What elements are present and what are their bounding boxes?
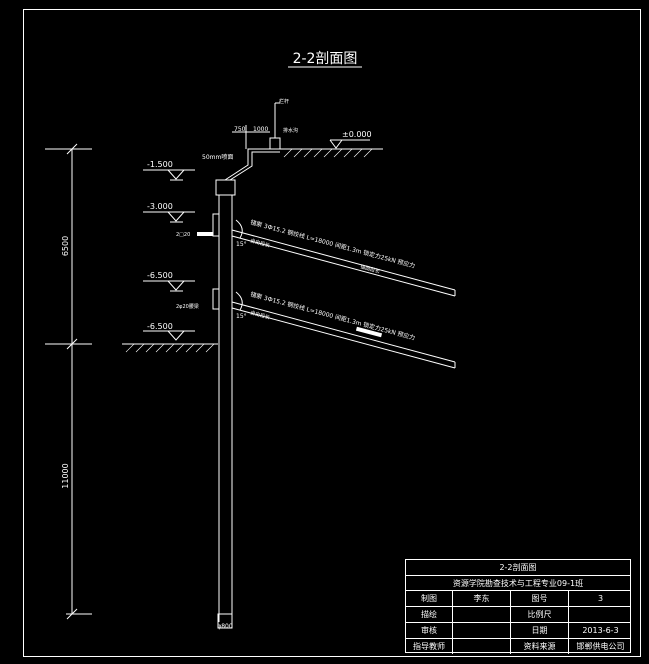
level-3: -6.500 xyxy=(143,271,195,292)
level-label: ±0.000 xyxy=(342,130,372,139)
pile-bottom-label: φ800 xyxy=(217,623,233,630)
tb-cell xyxy=(452,607,510,622)
tb-cell: 李东 xyxy=(452,591,510,606)
anchor-2-spec: 锚索 3Ф15.2 钢绞线 L=18000 间距1.3m 锁定力25kN 预应力 xyxy=(249,290,416,342)
top-slope xyxy=(224,102,281,181)
ground-top xyxy=(280,148,383,158)
tb-cell: 审核 xyxy=(421,626,437,635)
title-block-row: 审核 日期 2013-6-3 xyxy=(406,622,630,638)
waler-1 xyxy=(197,232,213,236)
level-label: -3.000 xyxy=(147,202,173,211)
title-block-row: 指导教师 资料来源 邯郸供电公司 xyxy=(406,638,630,654)
waler-label-2: 2φ20腰梁 xyxy=(176,303,199,310)
tb-cell: 比例尺 xyxy=(510,607,568,622)
title-block: 2-2剖面图 资源学院勘查技术与工程专业09-1班 制图 李东 图号 3 描绘 … xyxy=(405,559,631,654)
anchor-2-bond-mark xyxy=(355,326,383,338)
ground-bottom xyxy=(122,343,218,353)
tb-cell: 资料来源 xyxy=(510,639,568,654)
dim-lower: 11000 xyxy=(61,463,70,488)
tb-cell: 3 xyxy=(568,591,632,606)
slope-label: 50mm喷面 xyxy=(202,153,233,161)
title-block-row: 描绘 比例尺 xyxy=(406,606,630,622)
tb-cell: 图号 xyxy=(510,591,568,606)
drawing-title: 2-2剖面图 xyxy=(293,51,358,67)
tb-cell xyxy=(452,623,510,638)
title-block-row: 制图 李东 图号 3 xyxy=(406,590,630,606)
dim-upper: 6500 xyxy=(61,236,70,256)
dim-top-a: 750 xyxy=(234,126,246,133)
tb-cell: 2013-6-3 xyxy=(568,623,632,638)
dimension-line xyxy=(45,143,92,620)
level-label: -6.500 xyxy=(147,271,173,280)
anchor-2-free: 自由段长 xyxy=(249,309,270,321)
anchor-2-angle: 15° xyxy=(236,313,247,320)
pile xyxy=(215,179,236,629)
tb-cell xyxy=(452,639,510,654)
level-label: -6.500 xyxy=(147,322,173,331)
railing-label: 栏杆 xyxy=(279,98,289,105)
anchor-1 xyxy=(212,213,456,297)
title-block-subtitle: 资源学院勘查技术与工程专业09-1班 xyxy=(452,578,584,588)
level-2: -3.000 xyxy=(143,202,195,223)
anchor-1-free: 自由段长 xyxy=(249,237,270,249)
tb-cell: 日期 xyxy=(510,623,568,638)
level-label: -1.500 xyxy=(147,160,173,169)
tb-cell: 描绘 xyxy=(421,610,437,619)
waler-label-1: 2□20 xyxy=(176,232,190,238)
level-4: -6.500 xyxy=(143,322,195,341)
tb-cell: 邯郸供电公司 xyxy=(568,639,632,654)
anchor-1-bond: 锚固段长 xyxy=(359,263,380,275)
title-block-subtitle-row: 资源学院勘查技术与工程专业09-1班 xyxy=(406,575,630,590)
anchor-1-spec: 锚索 3Ф15.2 钢绞线 L=18000 间距1.3m 锁定力25kN 预应力 xyxy=(249,218,416,270)
title-block-header-row: 2-2剖面图 xyxy=(406,560,630,575)
anchor-2 xyxy=(212,288,456,369)
title-block-header: 2-2剖面图 xyxy=(499,563,537,572)
dim-top-b: 1000 xyxy=(253,126,268,133)
drain-label: 排水沟 xyxy=(283,127,298,134)
level-0: ±0.000 xyxy=(329,130,372,149)
drawing-frame xyxy=(23,9,641,657)
tb-cell: 指导教师 xyxy=(413,642,445,651)
tb-cell: 制图 xyxy=(421,594,437,603)
anchor-1-angle: 15° xyxy=(236,241,247,248)
tb-cell xyxy=(568,607,632,622)
level-1: -1.500 xyxy=(143,160,195,181)
